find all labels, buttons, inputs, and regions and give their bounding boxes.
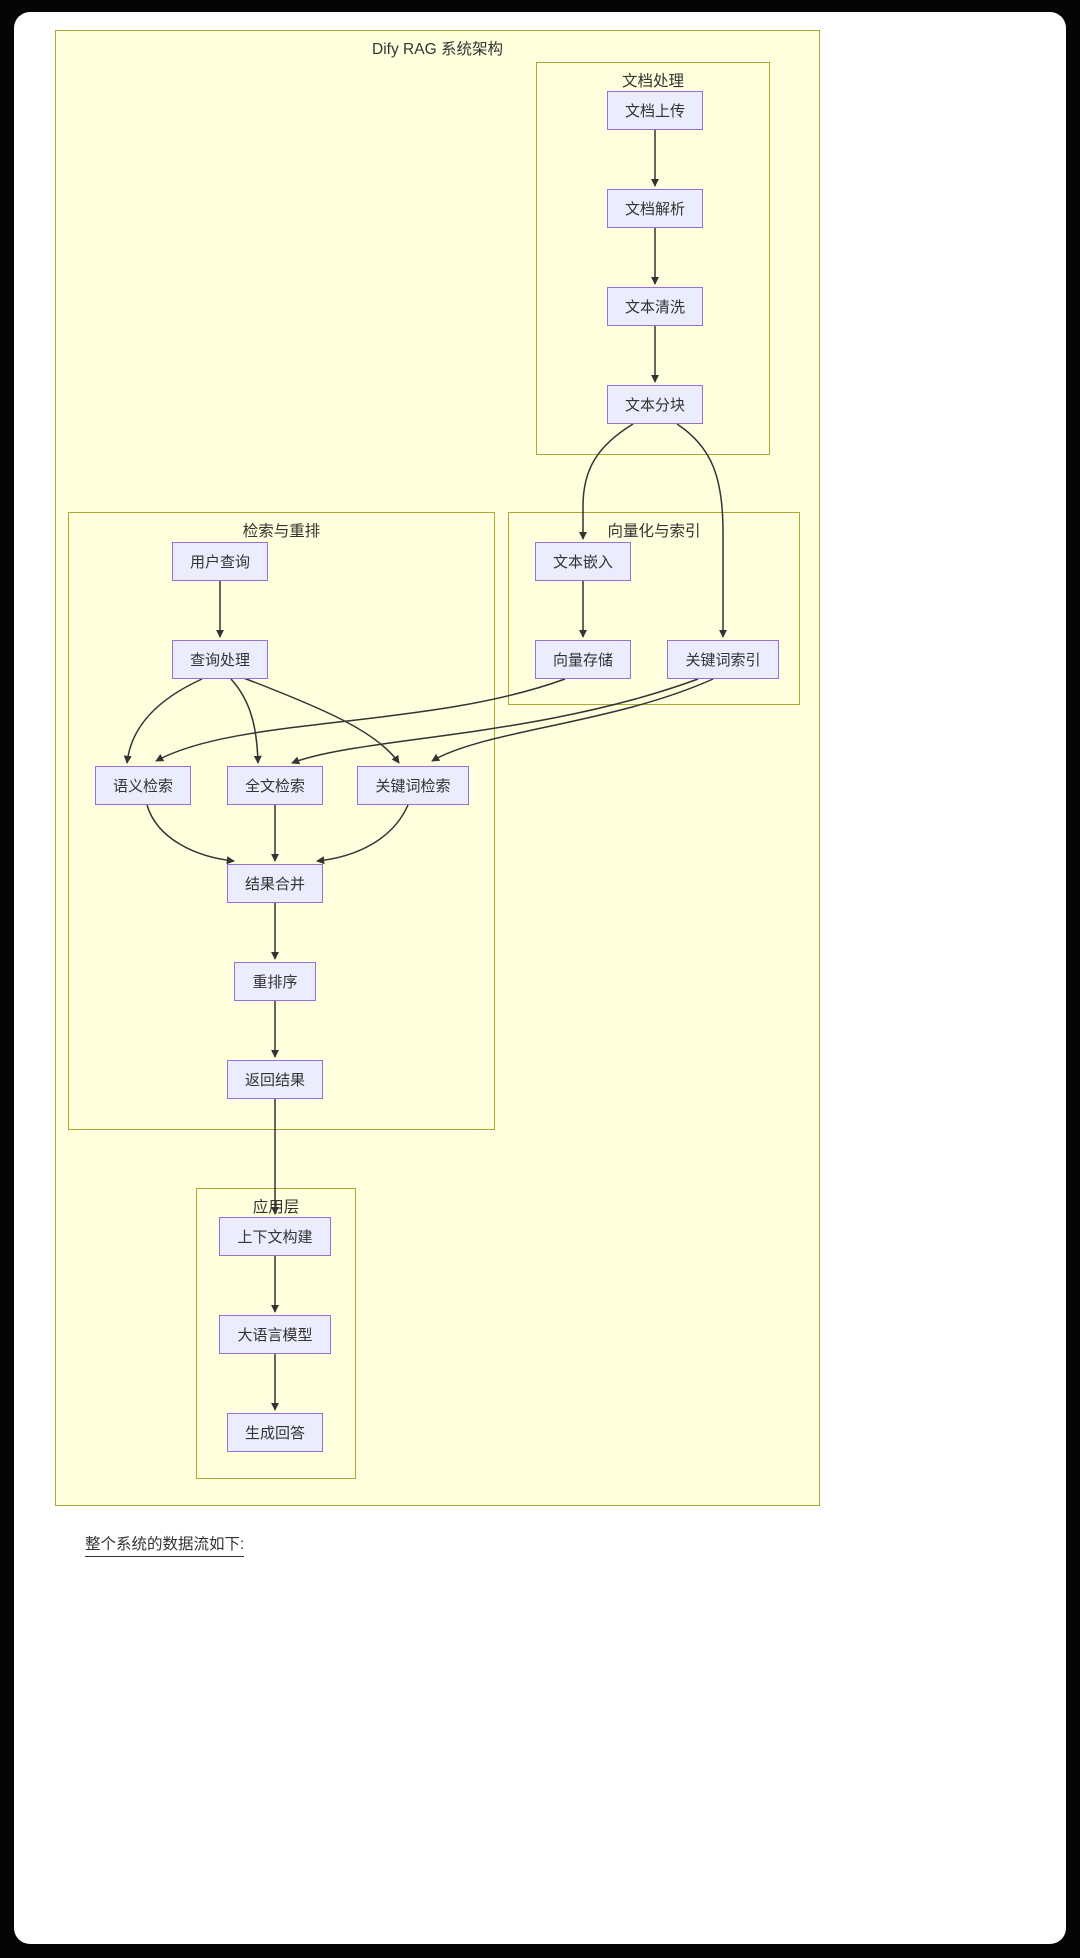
node-text-clean: 文本清洗 <box>607 287 703 326</box>
cluster-application-label: 应用层 <box>252 1199 300 1216</box>
node-context-build: 上下文构建 <box>219 1217 331 1256</box>
node-text-chunk: 文本分块 <box>607 385 703 424</box>
node-user-query: 用户查询 <box>172 542 268 581</box>
node-fulltext-search: 全文检索 <box>227 766 323 805</box>
dataflow-intro-text-content: 整个系统的数据流如下: <box>85 1532 245 1557</box>
node-keyword-index: 关键词索引 <box>667 640 779 679</box>
cluster-retrieval-rerank: 检索与重排 <box>68 512 495 1130</box>
dataflow-intro-text: 整个系统的数据流如下: <box>85 1532 245 1557</box>
cluster-vector-index-label: 向量化与索引 <box>607 523 701 540</box>
node-llm: 大语言模型 <box>219 1315 331 1354</box>
node-query-process: 查询处理 <box>172 640 268 679</box>
cluster-doc-processing-label: 文档处理 <box>621 73 684 90</box>
node-vector-store: 向量存储 <box>535 640 631 679</box>
node-text-embed: 文本嵌入 <box>535 542 631 581</box>
node-semantic-search: 语义检索 <box>95 766 191 805</box>
node-gen-answer: 生成回答 <box>227 1413 323 1452</box>
cluster-retrieval-rerank-label: 检索与重排 <box>242 523 321 540</box>
node-keyword-search: 关键词检索 <box>357 766 469 805</box>
node-rerank: 重排序 <box>234 962 316 1001</box>
diagram-title: Dify RAG 系统架构 <box>372 41 503 58</box>
node-doc-parse: 文档解析 <box>607 189 703 228</box>
node-return-result: 返回结果 <box>227 1060 323 1099</box>
node-doc-upload: 文档上传 <box>607 91 703 130</box>
node-result-merge: 结果合并 <box>227 864 323 903</box>
